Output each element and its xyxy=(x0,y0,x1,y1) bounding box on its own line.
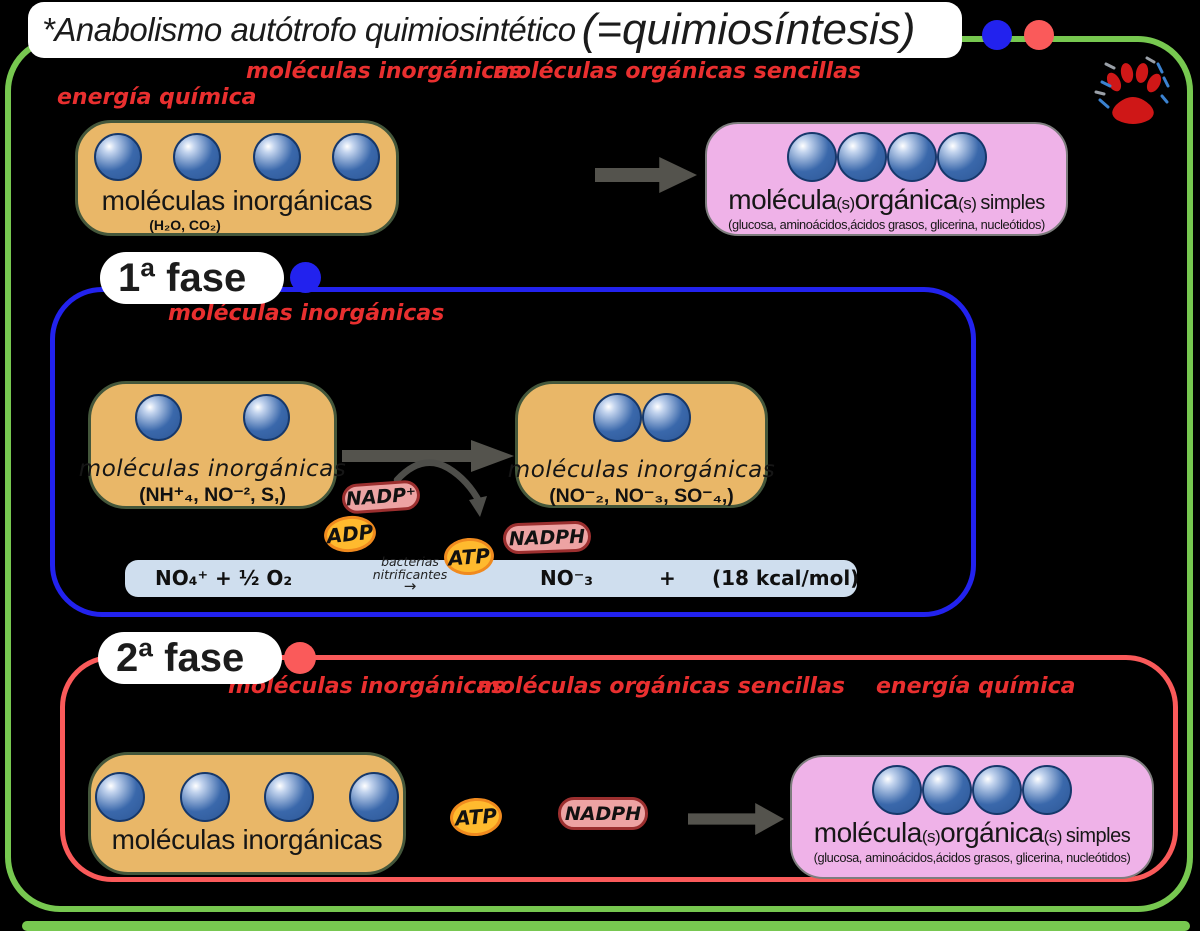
molecule-spheres-row xyxy=(78,133,396,181)
box-label: molécula (s) orgánica (s) simples xyxy=(813,817,1131,849)
molecule-sphere xyxy=(641,393,691,442)
label-moleculas-inorganicas: moléculas inorgánicas xyxy=(246,59,523,84)
note-line: bacterias xyxy=(381,554,439,569)
molecule-sphere xyxy=(243,394,290,441)
fase2-frame xyxy=(60,655,1178,882)
molecule-sphere xyxy=(836,132,887,182)
fase1-blue-dot xyxy=(290,262,321,293)
label-part: (s) xyxy=(921,827,941,846)
label-part: orgánica xyxy=(854,184,959,215)
molecule-sphere xyxy=(95,772,145,822)
nitrification-equation-bar: NO₄⁺ + ½ O₂ NO⁻₃ + (18 kcal/mol) xyxy=(125,560,860,597)
label-moleculas-organicas: moléculas orgánicas sencillas xyxy=(493,59,862,84)
label-part: simples xyxy=(1065,825,1131,847)
box-formula: (NO⁻₂, NO⁻₃, SO⁻₄,) xyxy=(549,485,734,507)
box-subtitle: (glucosa, aminoácidos,ácidos grasos, gli… xyxy=(728,217,1045,232)
fase1-frame xyxy=(50,287,976,617)
fase1-label-inorganicas: moléculas inorgánicas xyxy=(168,301,445,326)
label-energia-quimica: energía química xyxy=(57,85,257,110)
molecule-sphere xyxy=(173,133,222,181)
fase1-right-box: moléculas inorgánicas (NO⁻₂, NO⁻₃, SO⁻₄,… xyxy=(508,381,775,508)
molecule-sphere xyxy=(592,393,642,442)
blue-dot-marker xyxy=(982,20,1012,50)
box-label: moléculas inorgánicas xyxy=(507,457,776,483)
box-subtitle: (glucosa, aminoácidos,ácidos grasos, gli… xyxy=(813,850,1131,865)
molecule-sphere xyxy=(886,132,937,182)
molecule-spheres-row xyxy=(91,772,403,822)
molecule-spheres-row xyxy=(792,765,1152,815)
fase1-title: 1ª fase xyxy=(100,252,284,304)
bottom-green-bar xyxy=(22,921,1190,931)
box-label: molécula (s) orgánica (s) simples xyxy=(728,184,1045,216)
fase2-label-inorganicas: moléculas inorgánicas xyxy=(228,674,505,699)
title-paren-text: (=quimiosíntesis) xyxy=(581,5,916,54)
paw-logo-icon xyxy=(1092,52,1170,130)
fase2-red-dot xyxy=(284,642,316,674)
red-dot-marker xyxy=(1024,20,1054,50)
fase2-label-energia: energía química xyxy=(876,674,1076,699)
molecule-spheres-row xyxy=(518,393,765,442)
page-title: *Anabolismo autótrofo quimiosintético (=… xyxy=(28,2,962,58)
equation-product: NO⁻₃ xyxy=(540,566,594,590)
molecule-sphere xyxy=(872,765,922,815)
fase2-title: 2ª fase xyxy=(98,632,282,684)
label-part: (s) xyxy=(836,194,855,213)
inorganic-molecules-box: moléculas inorgánicas (H₂O, CO₂) xyxy=(75,120,399,236)
fase1-left-box: moléculas inorgánicas (NH⁺₄, NO⁻², S,) xyxy=(79,381,346,509)
box-label: moléculas inorgánicas xyxy=(101,185,373,216)
molecule-sphere xyxy=(331,133,380,181)
box-formula: (NH⁺₄, NO⁻², S,) xyxy=(139,484,286,506)
label-part: (s) xyxy=(958,194,977,213)
fase2-inorganic-box: moléculas inorgánicas xyxy=(88,752,406,875)
organic-molecules-box: molécula (s) orgánica (s) simples (gluco… xyxy=(705,122,1068,236)
curved-arrow-icon xyxy=(390,453,495,525)
note-arrow: → xyxy=(403,577,417,595)
box-label: moléculas inorgánicas xyxy=(111,824,383,855)
label-part: orgánica xyxy=(940,817,1044,848)
molecule-sphere xyxy=(972,765,1022,815)
title-main-text: *Anabolismo autótrofo quimiosintético xyxy=(42,11,576,48)
molecule-sphere xyxy=(94,133,142,181)
label-part: molécula xyxy=(728,184,837,215)
equation-reactants: NO₄⁺ + ½ O₂ xyxy=(155,566,293,590)
nadp-badge: NADP⁺ xyxy=(341,479,421,515)
molecule-sphere xyxy=(936,132,987,182)
label-part: simples xyxy=(980,192,1045,214)
note-line: nitrificantes xyxy=(372,567,448,582)
molecule-sphere xyxy=(264,772,315,822)
equation-plus: + xyxy=(659,566,676,590)
molecule-sphere xyxy=(786,132,837,182)
molecule-spheres-row xyxy=(707,132,1066,182)
molecule-sphere xyxy=(179,772,230,822)
box-formula: (H₂O, CO₂) xyxy=(149,217,221,233)
molecule-sphere xyxy=(922,765,972,815)
fase2-label-organicas: moléculas orgánicas sencillas xyxy=(477,674,846,699)
right-arrow-icon xyxy=(595,157,697,193)
box-label: moléculas inorgánicas xyxy=(78,456,347,482)
right-arrow-icon xyxy=(688,802,784,836)
label-part: (s) xyxy=(1043,827,1063,846)
equation-energy: (18 kcal/mol) xyxy=(712,566,860,590)
molecule-sphere xyxy=(135,394,182,441)
molecule-sphere xyxy=(348,772,399,822)
molecule-sphere xyxy=(252,133,301,181)
label-part: molécula xyxy=(813,817,923,848)
molecule-spheres-row xyxy=(91,394,334,441)
nadph-badge: NADPH xyxy=(502,520,592,555)
fase2-organic-box: molécula (s) orgánica (s) simples (gluco… xyxy=(790,755,1154,879)
bacteria-nitrificantes-note: bacterias nitrificantes → xyxy=(352,554,468,595)
molecule-sphere xyxy=(1022,765,1072,815)
right-arrow-icon xyxy=(342,438,514,474)
nadph-badge: NADPH xyxy=(558,797,648,830)
